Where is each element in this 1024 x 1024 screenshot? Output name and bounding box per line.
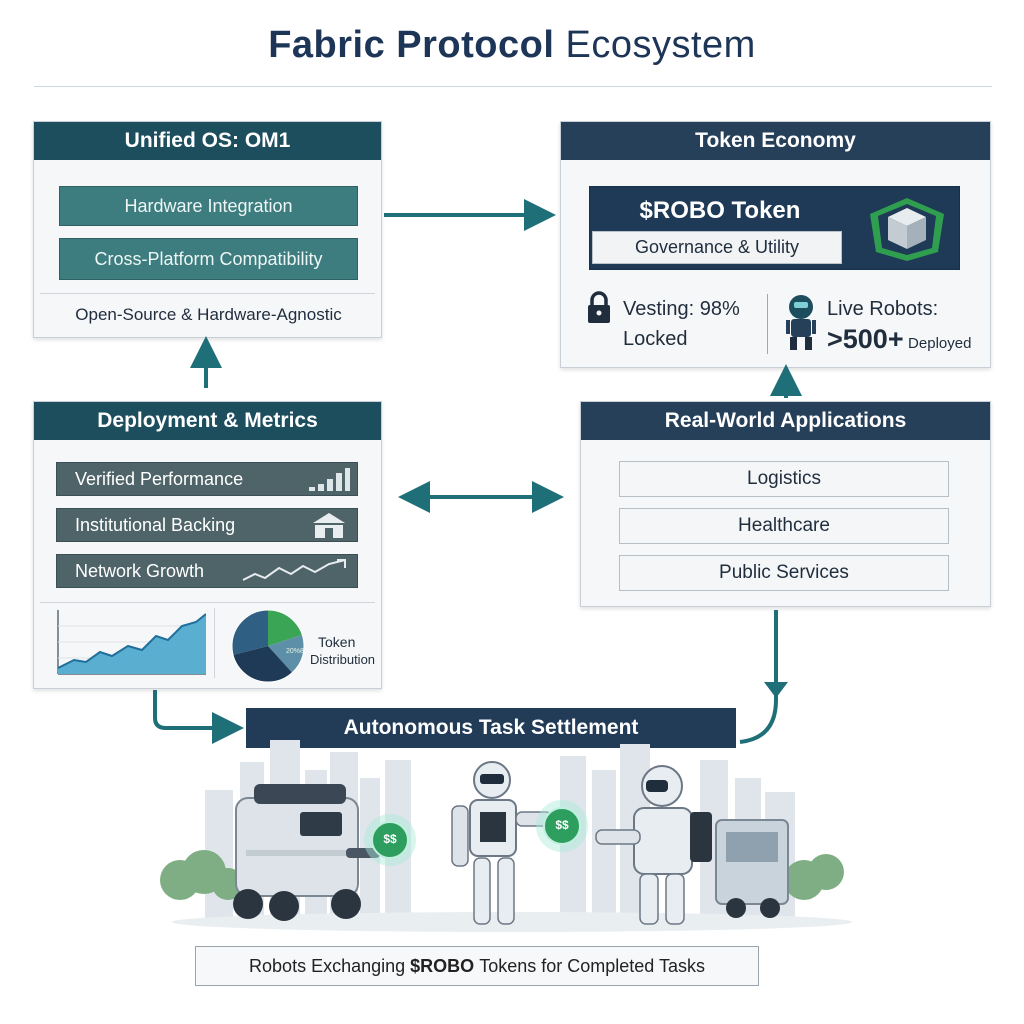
token-subtitle: Governance & Utility (592, 231, 842, 264)
token-panel: Token Economy $ROBO Token Governance & U… (560, 121, 991, 368)
building-icon (313, 513, 345, 538)
coin-left-label: $$ (383, 832, 397, 846)
title-divider (34, 86, 992, 87)
pie-tiny-label: 20%8 (286, 648, 304, 655)
token-stats-divider (767, 294, 768, 354)
robots-label: Live Robots: (827, 298, 939, 320)
metrics-panel: Deployment & Metrics Verified Performanc… (33, 401, 382, 689)
page-title: Fabric Protocol Ecosystem (268, 24, 756, 66)
logistics-button[interactable]: Logistics (619, 461, 949, 497)
os-panel-header: Unified OS: OM1 (34, 122, 381, 160)
vesting-line-2: Locked (623, 328, 688, 350)
chart-divider (214, 608, 215, 678)
os-divider (40, 293, 375, 294)
caption-before: Robots Exchanging (249, 955, 406, 976)
robot-icon (786, 295, 816, 350)
metrics-panel-header: Deployment & Metrics (34, 402, 381, 440)
public-services-button[interactable]: Public Services (619, 555, 949, 591)
institutional-backing-button[interactable]: Institutional Backing (56, 508, 358, 542)
hardware-integration-button[interactable]: Hardware Integration (59, 186, 358, 226)
apps-panel-header: Real-World Applications (581, 402, 990, 440)
vesting-line-1: Vesting: 98% (623, 298, 740, 320)
robots-suffix: Deployed (908, 335, 972, 352)
humanoid-robot-center (451, 761, 553, 925)
verified-performance-button[interactable]: Verified Performance (56, 462, 358, 496)
growth-area-chart (57, 610, 206, 675)
metrics-divider (40, 602, 375, 603)
lock-icon (588, 291, 610, 323)
pie-title-line-2: Distribution (310, 652, 376, 667)
institutional-backing-label: Institutional Backing (75, 514, 236, 535)
arrow-apps-to-settlement (739, 610, 788, 744)
robots-value: >500+ (827, 324, 904, 354)
pie-title-line-1: Token (318, 634, 356, 650)
network-growth-label: Network Growth (75, 560, 205, 581)
caption-bold: $ROBO (410, 955, 475, 976)
apps-panel: Real-World Applications Logistics Health… (580, 401, 991, 607)
settlement-bar: Autonomous Task Settlement (246, 708, 736, 748)
cross-platform-button[interactable]: Cross-Platform Compatibility (59, 238, 358, 280)
token-coin-right (536, 800, 588, 852)
os-footer: Open-Source & Hardware-Agnostic (75, 305, 342, 324)
humanoid-robot-right (595, 765, 712, 925)
network-growth-button[interactable]: Network Growth (56, 554, 358, 588)
verified-performance-label: Verified Performance (75, 468, 244, 489)
trees (160, 850, 844, 900)
robo-token-card[interactable]: $ROBO Token Governance & Utility (589, 186, 960, 270)
token-cube-icon (870, 198, 944, 261)
token-panel-header: Token Economy (561, 122, 990, 160)
os-panel: Unified OS: OM1 Hardware Integration Cro… (33, 121, 382, 338)
coin-right-label: $$ (555, 818, 569, 832)
arrow-metrics-to-settlement (153, 690, 244, 744)
bar-chart-icon (309, 468, 350, 491)
delivery-robot (233, 784, 380, 921)
robo-token-name: $ROBO Token (639, 197, 801, 224)
caption-after: Tokens for Completed Tasks (479, 955, 705, 976)
token-coin-left (364, 814, 416, 866)
delivery-truck (715, 819, 789, 918)
trend-line-icon (242, 559, 346, 581)
healthcare-button[interactable]: Healthcare (619, 508, 949, 544)
token-distribution-pie (231, 609, 305, 683)
robots-count: >500+ Deployed (827, 324, 971, 355)
caption-box: Robots Exchanging $ROBO Tokens for Compl… (195, 946, 759, 986)
